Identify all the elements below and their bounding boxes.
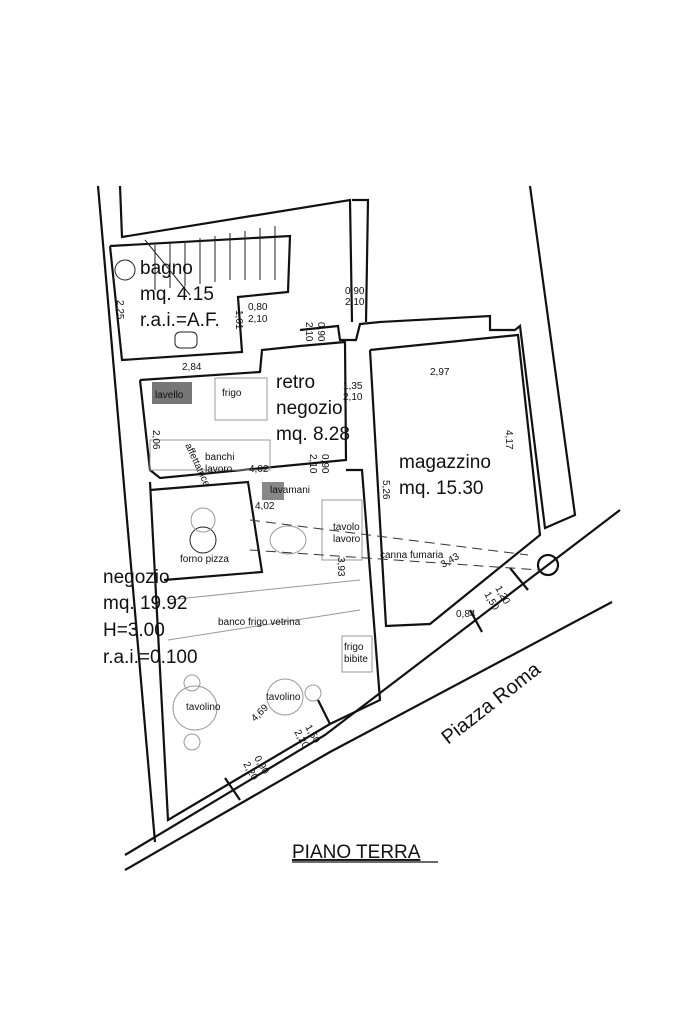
banco-label: banco frigo vetrina — [218, 617, 301, 628]
retro-area: mq. 8.28 — [276, 424, 350, 445]
dim: 0,80 — [248, 302, 268, 313]
dim: 0,90 — [315, 322, 326, 342]
tavolo-lavoro-label: lavoro — [333, 534, 361, 545]
frigo-label: frigo — [222, 388, 242, 399]
negozio-height: H=3.00 — [103, 620, 165, 641]
washbasin-icon — [174, 331, 198, 349]
lavoro-label: lavoro — [205, 464, 233, 475]
negozio-area: mq. 19.92 — [103, 593, 188, 614]
street-label: Piazza Roma — [438, 658, 546, 749]
dimensions: 2,25 0,80 2,10 1,01 0,90 2,10 0,90 2,10 … — [114, 286, 514, 783]
stairs — [144, 226, 276, 296]
dim: 2,10 — [345, 297, 365, 308]
tavolo-label: tavolo — [333, 522, 360, 533]
frigo-bibite-label-1: frigo — [344, 642, 364, 653]
forno-label: forno pizza — [180, 554, 229, 565]
dim: 0,84 — [456, 609, 476, 620]
retro-label-2: negozio — [276, 398, 343, 419]
bagno-label: bagno — [140, 258, 193, 279]
dim: 1,35 — [343, 381, 363, 392]
plan-title: PIANO TERRA — [292, 842, 421, 863]
dim: 2,10 — [303, 322, 314, 342]
banchi-label: banchi — [205, 452, 234, 463]
dim: 2,84 — [182, 362, 202, 373]
sink-icon — [152, 382, 192, 404]
dim: 2,06 — [150, 430, 161, 450]
lavello-label: lavello — [155, 390, 184, 401]
room-labels: bagno mq. 4.15 r.a.i.=A.F. retro negozio… — [103, 258, 491, 668]
dim: 2,25 — [114, 300, 125, 320]
retro-label-1: retro — [276, 372, 315, 393]
tavolino-label-2: tavolino — [266, 692, 301, 703]
dim: 0,90 — [345, 286, 365, 297]
dim: 3,93 — [335, 557, 346, 577]
dim: 2,10 — [307, 454, 318, 474]
dim: 4,02 — [249, 464, 269, 475]
dim: 0,90 — [319, 454, 330, 474]
dim: 4,02 — [255, 501, 275, 512]
frigo-bibite-label-2: bibite — [344, 654, 368, 665]
handwash-icon — [262, 482, 284, 500]
fixtures — [114, 259, 560, 751]
dim: 2,97 — [430, 367, 450, 378]
lavamani-label: lavamani — [270, 485, 310, 496]
walls — [96, 185, 621, 871]
dim: 2,10 — [343, 392, 363, 403]
canna-label: canna fumaria — [380, 550, 444, 561]
oven-icon — [189, 526, 217, 554]
tavolino-label-1: tavolino — [186, 702, 221, 713]
dim: 2,10 — [248, 314, 268, 325]
magazzino-label: magazzino — [399, 452, 491, 473]
dim: 4,69 — [249, 702, 271, 724]
bagno-rai: r.a.i.=A.F. — [140, 310, 220, 331]
dim: 4,17 — [503, 430, 514, 450]
negozio-rai: r.a.i.=0.100 — [103, 647, 198, 668]
dim: 5,26 — [380, 480, 391, 500]
chimney-icon — [536, 553, 560, 577]
bagno-area: mq. 4.15 — [140, 284, 214, 305]
wc-icon — [114, 259, 136, 281]
dim: 1,01 — [233, 310, 244, 330]
magazzino-area: mq. 15.30 — [399, 478, 484, 499]
negozio-label: negozio — [103, 567, 170, 588]
